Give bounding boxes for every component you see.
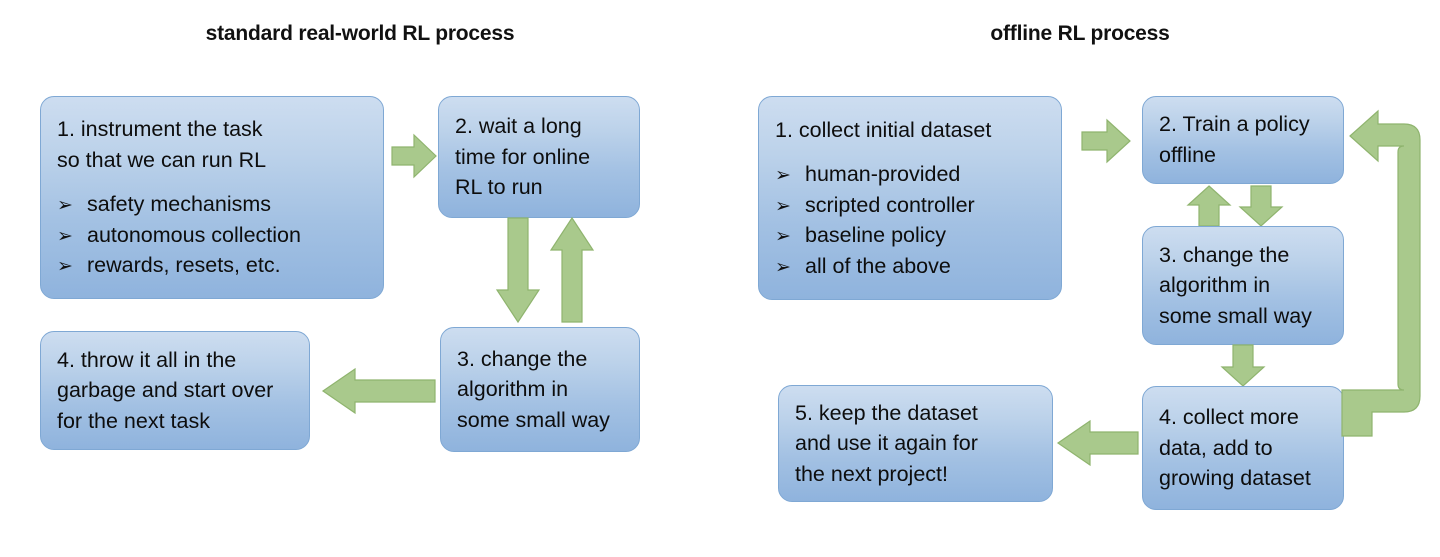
right-column-title: offline RL process <box>990 22 1170 45</box>
left-arrow-right-icon <box>391 133 437 179</box>
list-item: ➢ rewards, resets, etc. <box>57 250 369 281</box>
right-arrow-down-icon <box>1238 185 1284 227</box>
bullet-arrow-icon: ➢ <box>775 255 791 278</box>
list-item: ➢ autonomous collection <box>57 220 369 251</box>
right-arrow-left-icon <box>1056 419 1139 467</box>
right-box-1[interactable]: 1. collect initial dataset ➢ human-provid… <box>758 96 1062 300</box>
left-arrow-down-icon <box>495 217 541 324</box>
right-arrow-down-2-icon <box>1220 344 1266 387</box>
list-item-label: all of the above <box>805 253 951 278</box>
left-box-2[interactable]: 2. wait a long time for online RL to run <box>438 96 640 218</box>
left-box-4-head: 4. throw it all in the garbage and start… <box>57 347 274 433</box>
left-arrow-up-icon <box>549 216 595 323</box>
list-item: ➢ baseline policy <box>775 220 1047 251</box>
list-item-label: autonomous collection <box>87 222 301 247</box>
bullet-arrow-icon: ➢ <box>775 164 791 187</box>
right-box-2-head: 2. Train a policy offline <box>1159 112 1310 167</box>
left-box-3[interactable]: 3. change the algorithm in some small wa… <box>440 327 640 452</box>
list-item: ➢ safety mechanisms <box>57 189 369 220</box>
list-item-label: scripted controller <box>805 192 975 217</box>
bullet-arrow-icon: ➢ <box>775 225 791 248</box>
left-box-4[interactable]: 4. throw it all in the garbage and start… <box>40 331 310 450</box>
right-box-2[interactable]: 2. Train a policy offline <box>1142 96 1344 184</box>
left-column-title: standard real-world RL process <box>205 22 515 45</box>
right-arrow-loop-shape <box>1341 109 1421 437</box>
right-box-5[interactable]: 5. keep the dataset and use it again for… <box>778 385 1053 502</box>
list-item: ➢ all of the above <box>775 251 1047 282</box>
left-box-1-head: 1. instrument the task so that we can ru… <box>57 117 267 172</box>
right-box-5-head: 5. keep the dataset and use it again for… <box>795 400 978 486</box>
left-box-2-head: 2. wait a long time for online RL to run <box>455 114 591 200</box>
list-item-label: safety mechanisms <box>87 192 272 217</box>
bullet-arrow-icon: ➢ <box>775 194 791 217</box>
right-arrow-right-icon <box>1081 118 1131 164</box>
list-item-label: human-provided <box>805 162 961 187</box>
right-box-1-head: 1. collect initial dataset <box>775 117 992 142</box>
right-arrow-up-icon <box>1186 185 1232 227</box>
right-box-4[interactable]: 4. collect more data, add to growing dat… <box>1142 386 1344 510</box>
list-item: ➢ human-provided <box>775 159 1047 190</box>
right-box-3[interactable]: 3. change the algorithm in some small wa… <box>1142 226 1344 345</box>
bullet-arrow-icon: ➢ <box>57 194 73 217</box>
left-box-1[interactable]: 1. instrument the task so that we can ru… <box>40 96 384 299</box>
right-box-3-head: 3. change the algorithm in some small wa… <box>1159 242 1312 328</box>
bullet-arrow-icon: ➢ <box>57 224 73 247</box>
list-item: ➢ scripted controller <box>775 190 1047 221</box>
list-item-label: baseline policy <box>805 223 947 248</box>
bullet-arrow-icon: ➢ <box>57 255 73 278</box>
left-box-3-head: 3. change the algorithm in some small wa… <box>457 346 610 432</box>
list-item-label: rewards, resets, etc. <box>87 253 281 278</box>
left-box-1-bullets: ➢ safety mechanisms ➢ autonomous collectio… <box>57 189 369 281</box>
right-box-1-bullets: ➢ human-provided ➢ scripted controller ➢ ba… <box>775 159 1047 281</box>
left-arrow-left-icon <box>321 367 436 415</box>
right-box-4-head: 4. collect more data, add to growing dat… <box>1159 405 1311 491</box>
